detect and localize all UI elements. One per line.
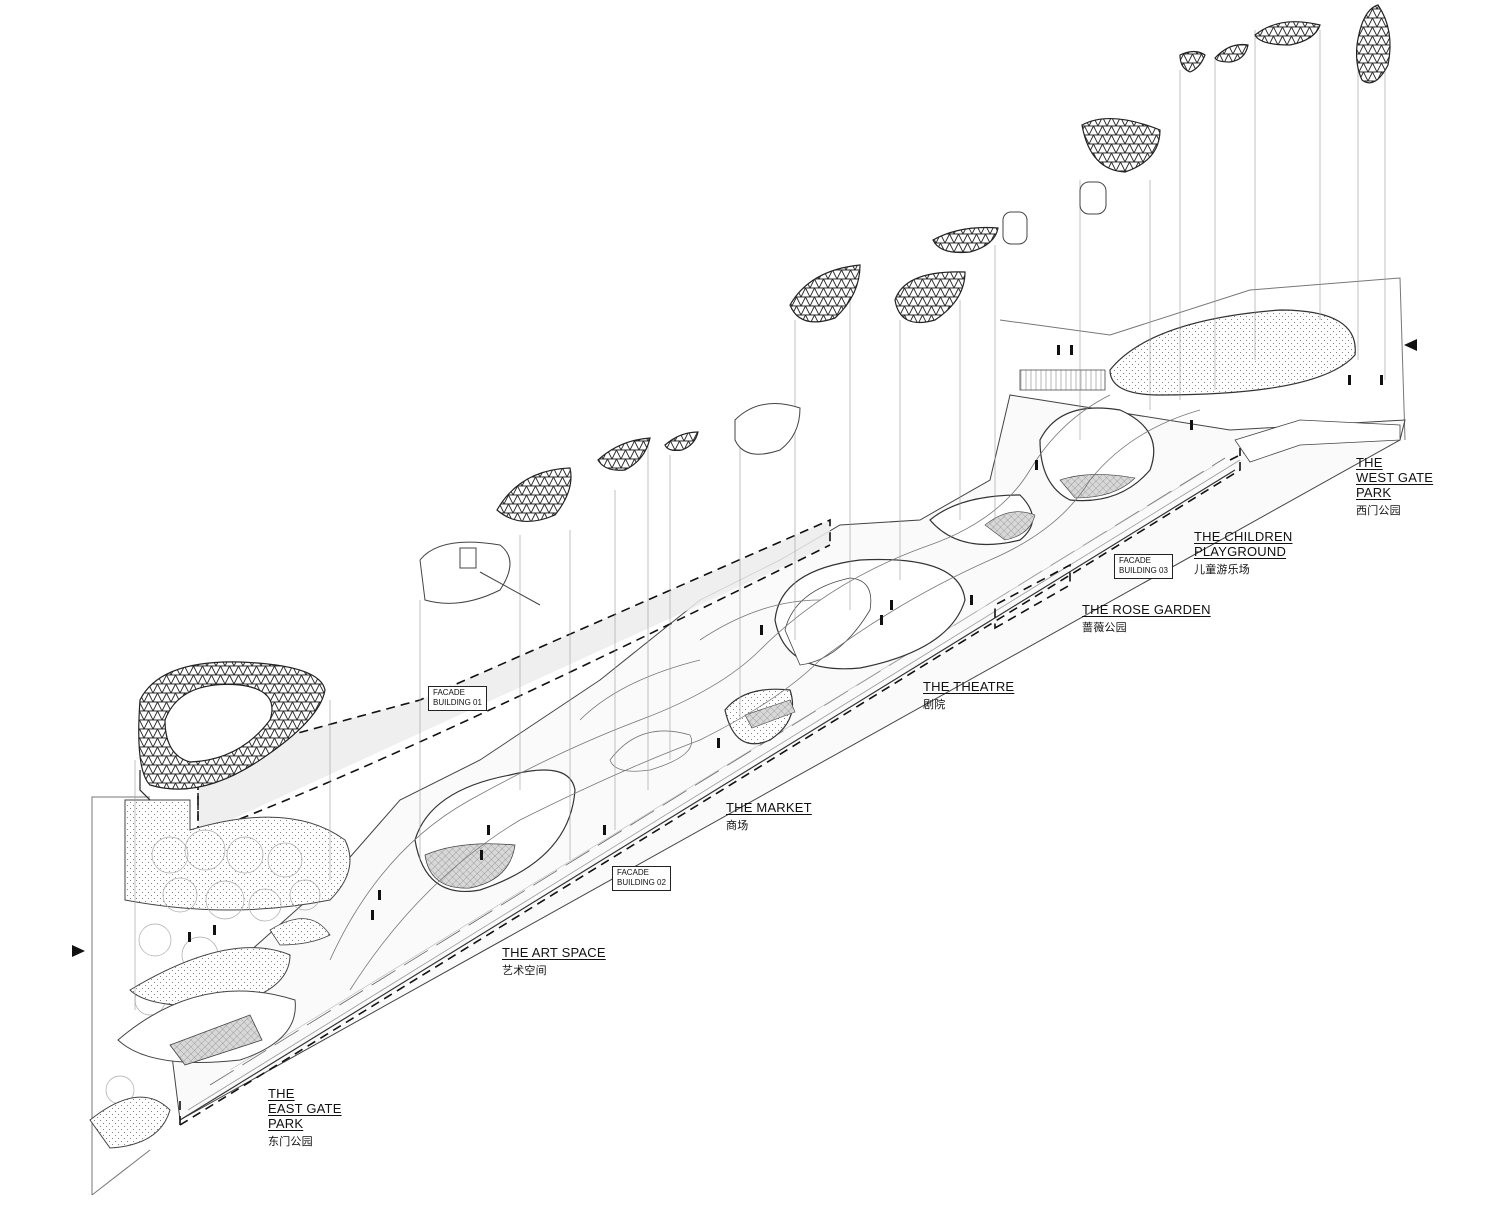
rose-garden-label: THE ROSE GARDEN 蔷薇公园 (1082, 602, 1211, 636)
market-title-zh: 商场 (726, 819, 749, 832)
theatre-title: THE THEATRE (923, 679, 1015, 694)
west-gate-park-title: THE WEST GATE PARK (1356, 455, 1434, 500)
east-gate-park-label: THE EAST GATE PARK 东门公园 (268, 1086, 342, 1150)
kiosk-volumes (419, 181, 1107, 606)
market-title: THE MARKET (726, 800, 812, 815)
children-playground-title-zh: 儿童游乐场 (1194, 563, 1250, 576)
children-playground-label: THE CHILDREN PLAYGROUND 儿童游乐场 (1194, 529, 1292, 578)
rose-garden-title-zh: 蔷薇公园 (1082, 621, 1127, 634)
projection-lines (134, 30, 1386, 1010)
children-playground-title: THE CHILDREN PLAYGROUND (1194, 529, 1293, 559)
east-gate-park-block (89, 799, 351, 1149)
west-gate-park-label: THE WEST GATE PARK 西门公园 (1356, 455, 1433, 519)
market-label: THE MARKET 商场 (726, 800, 812, 834)
art-space-label: THE ART SPACE 艺术空间 (502, 945, 606, 979)
east-gate-park-title: THE EAST GATE PARK (268, 1086, 342, 1131)
theatre-label: THE THEATRE 剧院 (923, 679, 1014, 713)
rose-garden-title: THE ROSE GARDEN (1082, 602, 1211, 617)
facade-building-01-tag: FACADE BUILDING 01 (428, 686, 487, 711)
facade-dashed-volume (179, 425, 1271, 1126)
people-figures (188, 345, 1383, 942)
art-space-title-zh: 艺术空间 (502, 964, 547, 977)
east-entrance-arrow-icon (72, 945, 85, 957)
lattice-canopies (138, 4, 1391, 801)
flowing-paths (329, 394, 1201, 991)
facade-building-03-tag: FACADE BUILDING 03 (1114, 554, 1173, 579)
theatre-title-zh: 剧院 (923, 698, 946, 711)
landscape-islands (414, 309, 1401, 892)
west-gate-park-title-zh: 西门公园 (1356, 504, 1401, 517)
east-gate-park-title-zh: 东门公园 (268, 1135, 313, 1148)
west-entrance-arrow-icon (1404, 339, 1417, 351)
facade-building-02-tag: FACADE BUILDING 02 (612, 866, 671, 891)
art-space-title: THE ART SPACE (502, 945, 606, 960)
site-boundary (91, 277, 1406, 1196)
